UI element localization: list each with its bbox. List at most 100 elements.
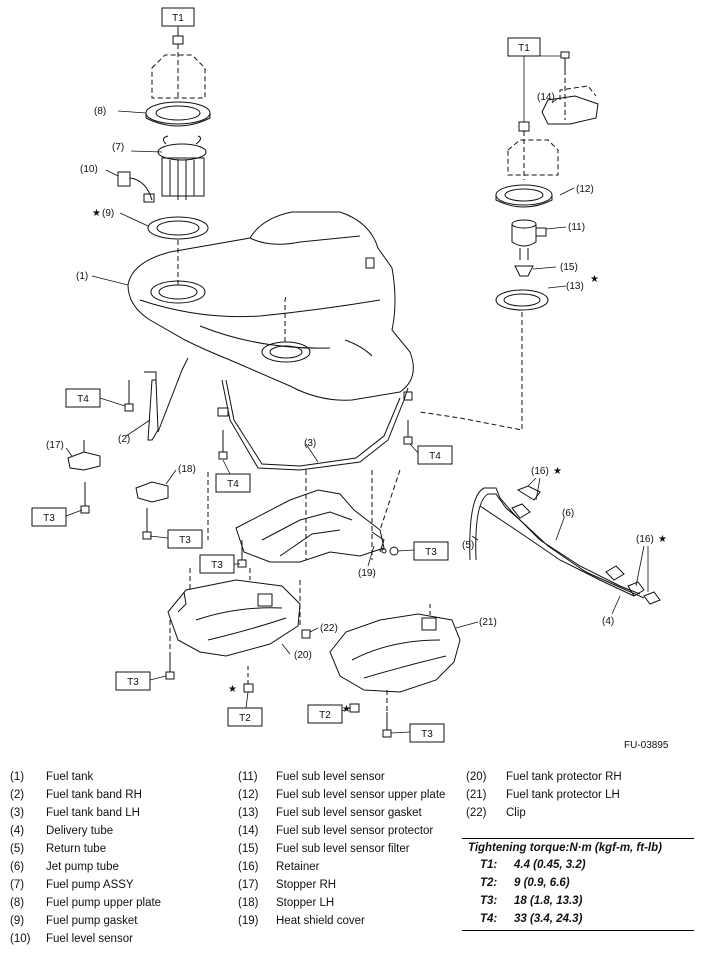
bolt-t3-protector-rh [165,652,175,680]
legend-item-name: Return tube [46,843,107,855]
torque-box-t2-right: T2 [307,704,343,724]
legend-item-name: Fuel sub level sensor protector [276,825,434,837]
torque-box-t2-left: T2 [227,707,263,727]
legend-item-name: Fuel sub level sensor [276,771,385,783]
legend-item-number: (14) [238,825,259,837]
bolt-t4-left [124,380,134,412]
legend-item-name: Stopper LH [276,897,335,909]
legend-item-number: (21) [466,789,487,801]
figure-id: FU-03895 [624,740,669,751]
callout-21: (21) [479,617,497,628]
legend-item: (8)Fuel pump upper plate [10,894,161,912]
fuel-tank-band-lh [217,379,413,471]
legend-item-name: Stopper RH [276,879,337,891]
bolt-t4-mid [218,430,228,460]
legend-item-number: (9) [10,915,25,927]
torque-table-rule [462,930,694,931]
sub-sensor-cover-outline [507,131,559,180]
nut-t2-right [349,703,360,713]
legend-item: (14) Fuel sub level sensor protector [238,822,445,840]
torque-key: T2: [480,877,498,889]
legend-item-number: (17) [238,879,259,891]
legend-item-name: Fuel pump upper plate [46,897,162,909]
legend-item-number: (16) [238,861,259,873]
torque-key: T3: [480,895,498,907]
torque-box-t3-heat-shield-nut: T3 [413,541,449,561]
fuel-sub-level-sensor [511,219,547,260]
star-mark-t2-left: ★ [228,684,237,695]
legend-item-number: (12) [238,789,259,801]
legend-item-name: Jet pump tube [46,861,119,873]
svg-text:T1: T1 [518,43,530,54]
legend-item-number: (18) [238,897,259,909]
callout-16b: (16) [636,534,654,545]
legend-item-number: (10) [10,933,31,945]
legend-item: (16) Retainer [238,858,445,876]
legend-item-number: (6) [10,861,25,873]
legend-item-name: Retainer [276,861,320,873]
legend-item-name: Heat shield cover [276,915,365,927]
callout-5: (5) [462,540,474,551]
torque-row: T2:9 (0.9, 6.6) [462,874,694,892]
legend-item-name: Delivery tube [46,825,114,837]
legend-item: (2) Fuel tank band RH [10,786,161,804]
svg-text:T4: T4 [227,479,239,490]
torque-box-t3-stopper-lh: T3 [167,529,203,549]
torque-value: 18 (1.8, 13.3) [514,895,583,907]
callout-13: (13) [566,281,584,292]
star-mark-9: ★ [92,208,101,219]
callout-12: (12) [576,184,594,195]
legend-item-name: Fuel pump gasket [46,915,138,927]
torque-table-title: Tightening torque:N·m (kgf-m, ft-lb) [462,838,694,856]
callout-17: (17) [46,440,64,451]
stopper-lh [135,481,169,503]
callout-16a: (16) [531,466,549,477]
fuel-pump-gasket [147,216,209,240]
fuel-tank-body [127,211,414,401]
torque-box-t3-protector-rh: T3 [115,671,151,691]
legend-item-number: (5) [10,843,25,855]
legend-item-name: Fuel tank [46,771,94,783]
legend-item: (1)Fuel tank [10,768,161,786]
legend-item-number: (20) [466,771,487,783]
legend-item-name: Fuel sub level sensor upper plate [276,789,446,801]
leader-lines [65,22,649,734]
callout-8: (8) [94,106,106,117]
legend-item: (17) Stopper RH [238,876,445,894]
legend-item-number: (19) [238,915,259,927]
torque-value: 33 (3.4, 24.3) [514,913,583,925]
bolt-t4-right [403,420,413,445]
legend-item-name: Fuel level sensor [46,933,133,945]
legend-item: (18) Stopper LH [238,894,445,912]
svg-text:T3: T3 [421,729,433,740]
sub-sensor-gasket [495,289,549,311]
legend-item: (11)Fuel sub level sensor [238,768,445,786]
legend-item-name: Fuel pump ASSY [46,879,134,891]
legend-item: (4)Delivery tube [10,822,161,840]
legend-item: (13)Fuel sub level sensor gasket [238,804,445,822]
legend-item-number: (2) [10,789,25,801]
stopper-rh [67,440,101,471]
fuel-pump-nut [172,28,184,45]
callout-18: (18) [178,464,196,475]
callout-9: (9) [102,208,114,219]
legend-item-name: Fuel tank protector RH [506,771,622,783]
heat-shield-cover [235,489,385,563]
torque-box-t4-mid: T4 [215,473,251,493]
nut-t2-left [243,666,254,693]
bolt-t3-stopper-rh [80,482,90,514]
legend-item: (22)Clip [466,804,622,822]
fuel-tubes [469,485,661,605]
sub-sensor-nut [518,121,530,132]
bolt-t3-protector-lh [382,712,392,738]
fuel-tank-protector-rh [167,579,301,657]
legend-item-name: Fuel tank band LH [46,807,140,819]
svg-text:T2: T2 [319,710,331,721]
legend-item: (9) Fuel pump gasket [10,912,161,930]
torque-value: 4.4 (0.45, 3.2) [514,859,586,871]
legend-item-name: Fuel sub level sensor gasket [276,807,422,819]
callout-15: (15) [560,262,578,273]
fuel-pump-cover-outline [151,44,206,100]
callout-1: (1) [76,271,88,282]
legend-item-name: Fuel tank band RH [46,789,142,801]
